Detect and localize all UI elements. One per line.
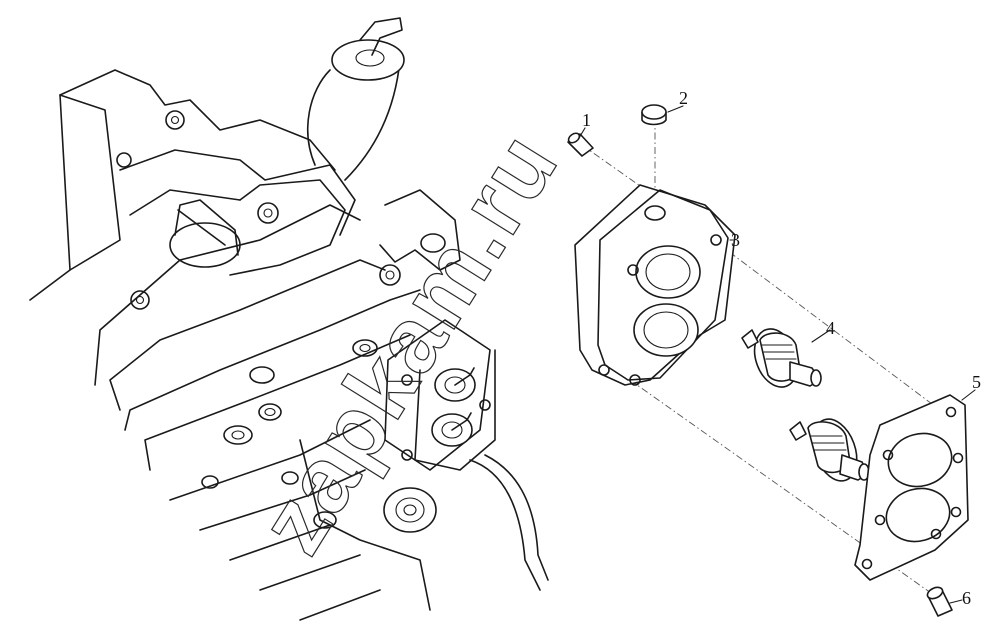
part-1-pin	[567, 132, 594, 157]
label-part-4: 4	[826, 318, 835, 338]
label-part-5: 5	[972, 372, 981, 392]
part-5-gasket	[854, 394, 969, 581]
exploded-parts	[567, 104, 976, 617]
label-part-1: 1	[582, 110, 591, 130]
part-4-thermostats	[741, 328, 870, 482]
part-3-thermostat-housing	[574, 184, 736, 386]
part-6-dowel	[926, 586, 953, 617]
label-part-3: 3	[731, 230, 740, 250]
engine-head-assembly	[29, 17, 549, 621]
part-2-plug	[641, 104, 667, 126]
label-part-2: 2	[679, 88, 688, 108]
label-part-6: 6	[962, 588, 971, 608]
